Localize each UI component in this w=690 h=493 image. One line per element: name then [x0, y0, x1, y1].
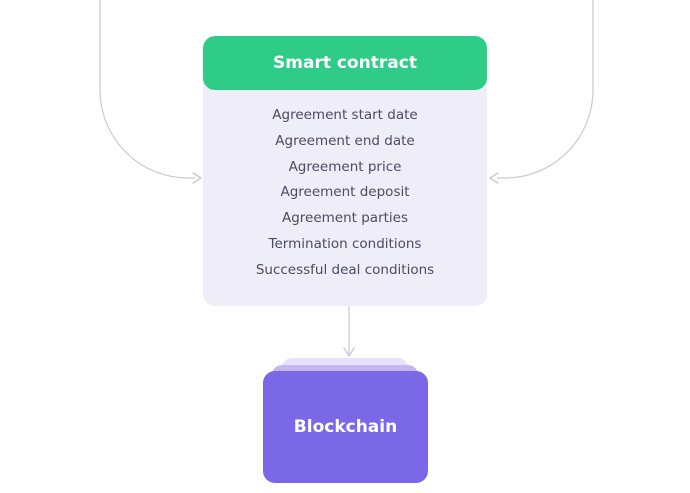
smart-contract-card: Smart contract Agreement start date Agre…: [203, 36, 487, 306]
contract-field: Agreement end date: [275, 132, 415, 149]
right-incoming-connector: [497, 0, 594, 179]
contract-field: Agreement deposit: [280, 184, 410, 201]
right-arrowhead-icon: [489, 172, 499, 184]
blockchain-label: Blockchain: [293, 417, 398, 437]
contract-field: Termination conditions: [268, 235, 422, 252]
contract-field: Successful deal conditions: [255, 261, 435, 278]
contract-field: Agreement price: [288, 158, 402, 175]
down-arrowhead-icon: [343, 347, 355, 357]
contract-fields-list: Agreement start date Agreement end date …: [203, 103, 487, 284]
left-arrowhead-icon: [192, 172, 202, 184]
contract-field: Agreement start date: [272, 107, 418, 123]
smart-contract-title: Smart contract: [203, 36, 487, 90]
blockchain-block: Blockchain: [263, 371, 428, 483]
left-incoming-connector: [99, 0, 195, 179]
contract-field: Agreement parties: [281, 210, 409, 227]
